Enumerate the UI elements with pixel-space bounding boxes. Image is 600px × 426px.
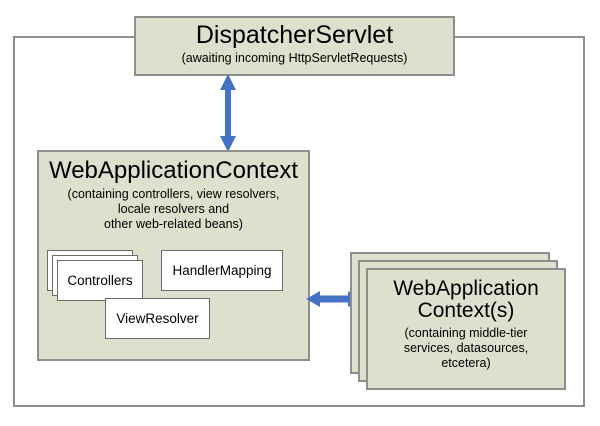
dispatcher-servlet-subtitle: (awaiting incoming HttpServletRequests) — [181, 51, 408, 66]
root-context-subtitle: (containing middle-tier services, dataso… — [368, 326, 564, 370]
root-web-application-contexts-stack: WebApplication Context(s) (containing mi… — [350, 252, 570, 397]
handler-mapping-label: HandlerMapping — [172, 263, 272, 278]
dispatcher-servlet-box: DispatcherServlet (awaiting incoming Htt… — [134, 16, 455, 76]
root-context-title-line-1: WebApplication — [393, 277, 539, 300]
root-context-subtitle-line-1: (containing middle-tier — [404, 326, 528, 341]
controllers-label: Controllers — [67, 273, 133, 288]
wac-subtitle-line-2: locale resolvers and — [117, 201, 230, 216]
web-application-context-title: WebApplicationContext — [48, 157, 299, 184]
root-context-title-line-2: Context(s) — [417, 299, 515, 323]
dispatcher-servlet-title: DispatcherServlet — [195, 21, 394, 49]
vertical-double-arrow-icon — [219, 74, 237, 152]
view-resolver-label: ViewResolver — [116, 311, 199, 326]
root-context-subtitle-line-2: services, datasources, — [403, 340, 529, 355]
web-application-context-subtitle: (containing controllers, view resolvers,… — [39, 187, 308, 231]
wac-subtitle-line-3: other web-related beans) — [104, 216, 243, 231]
view-resolver-box: ViewResolver — [105, 298, 210, 339]
wac-subtitle-line-1: (containing controllers, view resolvers, — [67, 187, 280, 202]
root-context-subtitle-line-3: etcetera) — [441, 355, 491, 370]
handler-mapping-box: HandlerMapping — [161, 250, 283, 291]
horizontal-double-arrow-icon — [306, 289, 362, 309]
controllers-stack: Controllers — [47, 250, 147, 305]
root-context-front-box: WebApplication Context(s) (containing mi… — [366, 268, 566, 390]
controllers-box: Controllers — [57, 260, 143, 301]
